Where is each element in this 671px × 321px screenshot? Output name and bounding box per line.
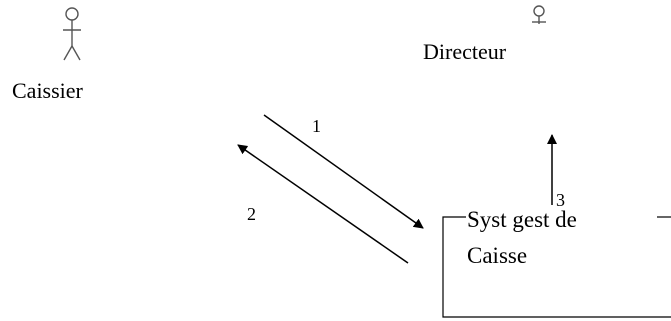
system-label-line1: Syst gest de: [467, 207, 577, 232]
caissier-label: Caissier: [12, 78, 83, 103]
system-box: [442, 216, 671, 318]
directeur-actor-icon: [532, 5, 546, 24]
caissier-actor-icon: [63, 7, 81, 61]
system-label-line2: Caisse: [467, 243, 528, 268]
message-1-number: 1: [312, 116, 321, 136]
directeur-label: Directeur: [423, 39, 507, 64]
message-1-arrow: [263, 114, 424, 229]
message-2-number: 2: [247, 204, 256, 224]
message-3-number: 3: [556, 190, 565, 210]
message-2-arrow: [237, 144, 409, 264]
